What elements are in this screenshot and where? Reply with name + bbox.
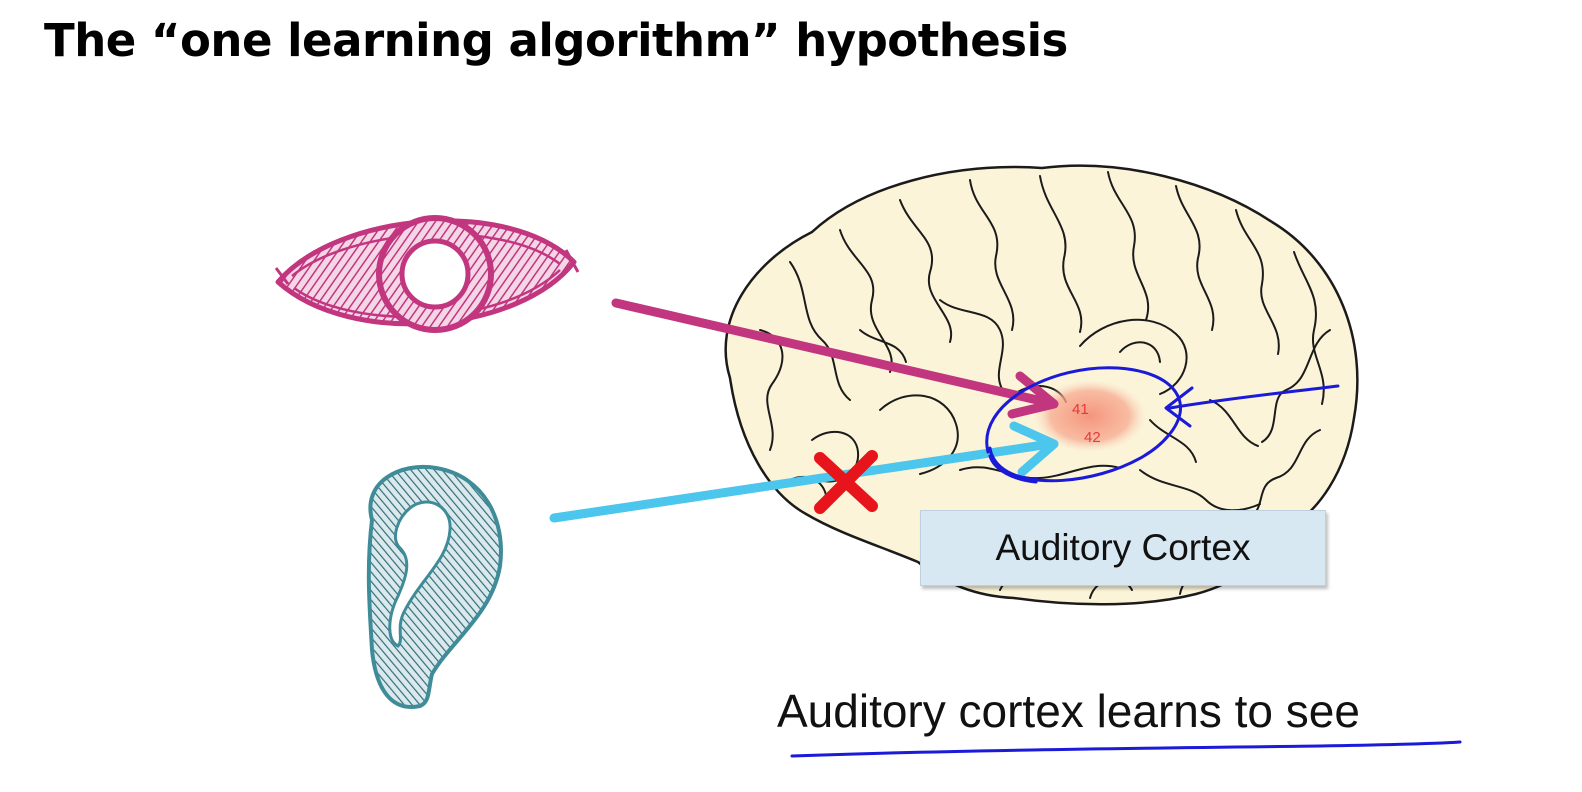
auditory-cortex-label: Auditory Cortex	[995, 527, 1251, 568]
ear-to-cortex-arrow	[549, 421, 1059, 523]
auditory-cortex-highlight	[1034, 380, 1146, 452]
brain-illustration: 41 42	[724, 164, 1359, 606]
caption-underline	[790, 740, 1462, 758]
eye-icon	[274, 215, 580, 333]
red-x-icon	[814, 450, 878, 514]
auditory-cortex-label-box: Auditory Cortex	[920, 510, 1326, 586]
area-42-label: 42	[1084, 429, 1101, 446]
ear-icon	[366, 465, 503, 709]
area-41-label: 41	[1072, 401, 1089, 418]
brain-gyri	[759, 171, 1331, 599]
cortex-annotation-arrow	[1164, 384, 1340, 428]
cortex-annotation-ellipse	[985, 366, 1182, 484]
slide-title: The “one learning algorithm” hypothesis	[44, 14, 1068, 67]
slide-caption: Auditory cortex learns to see	[777, 685, 1360, 737]
